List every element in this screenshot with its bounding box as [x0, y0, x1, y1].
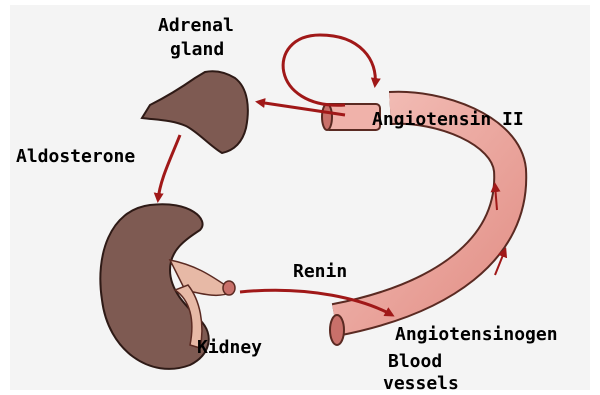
vessel-opening [330, 315, 344, 345]
blood-vessels-label-line1: Blood [388, 352, 442, 372]
adrenal-label-line1: Adrenal [158, 16, 234, 36]
angiotensin-ii-label: Angiotensin II [372, 110, 524, 130]
adrenal-label-line2: gland [170, 40, 224, 60]
aldosterone-label: Aldosterone [16, 147, 135, 167]
blood-vessels-label-line2: vessels [383, 374, 459, 394]
renin-label: Renin [293, 262, 347, 282]
kidney-label: Kidney [197, 338, 262, 358]
angiotensinogen-label: Angiotensinogen [395, 325, 558, 345]
